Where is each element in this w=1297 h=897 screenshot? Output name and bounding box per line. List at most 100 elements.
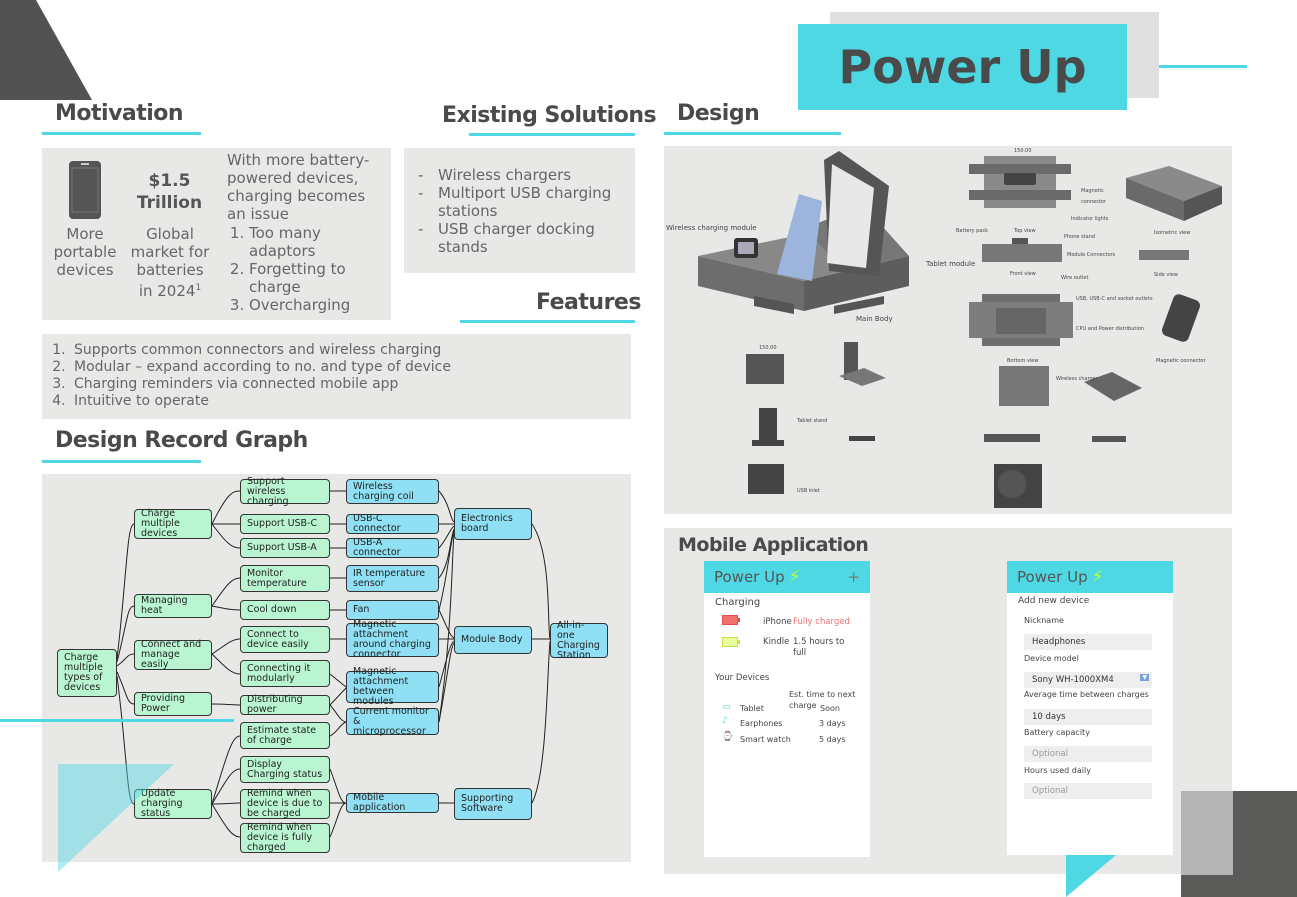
app-header: Power Up ⚡ + — [704, 561, 870, 593]
existing-list: Wireless chargers Multiport USB charging… — [404, 166, 629, 256]
hours-input[interactable]: Optional — [1024, 783, 1152, 799]
add-device-title: Add new device — [1018, 596, 1090, 606]
label-wire-outlet: Wire outlet — [1061, 275, 1089, 281]
node-magnetic-modules: Magnetic attachment between modules — [346, 667, 439, 707]
label-front-view: Front view — [1010, 271, 1036, 277]
features-heading: Features — [536, 290, 641, 315]
existing-item: Multiport USB charging stations — [404, 184, 629, 220]
label-battery-pack: Battery pack — [956, 228, 988, 234]
model-label: Device model — [1024, 654, 1079, 663]
label-phone-stand: Phone stand — [1064, 234, 1096, 240]
capacity-label: Battery capacity — [1024, 728, 1090, 737]
node-connecting-modularly: Connecting it modularly — [240, 660, 330, 687]
hours-label: Hours used daily — [1024, 766, 1091, 775]
existing-heading: Existing Solutions — [442, 103, 657, 128]
app-title-2: Power Up — [1017, 568, 1088, 586]
node-ir-sensor: IR temperature sensor — [346, 565, 439, 592]
avg-label: Average time between charges — [1024, 690, 1149, 699]
row-tablet-name: Tablet — [740, 704, 764, 713]
device-kindle: Kindle — [763, 637, 790, 647]
app-title: Power Up — [714, 568, 785, 586]
node-remind-due: Remind when device is due to be charged — [240, 789, 330, 819]
your-devices-label: Your Devices — [715, 673, 770, 683]
feature-item: Intuitive to operate — [70, 393, 622, 410]
node-all-in-one: All-in-one Charging Station — [550, 620, 608, 660]
dropdown-icon[interactable]: ▼ — [1140, 674, 1149, 681]
avg-input[interactable]: 10 days — [1024, 709, 1152, 725]
accent-line-left — [0, 719, 234, 722]
node-charge-multiple: Charge multiple devices — [134, 509, 212, 539]
motivation-panel: More portable devices $1.5 Trillion Glob… — [42, 148, 391, 320]
node-fan: Fan — [346, 600, 439, 620]
app-screen-devices: Power Up ⚡ + Charging iPhone Fully charg… — [704, 561, 870, 857]
motivation-col2: Global market for batteries in 20241 — [130, 225, 210, 300]
label-wireless-module: Wireless charging module — [666, 224, 757, 232]
battery-charging-icon — [722, 637, 740, 647]
label-top-view: Top view — [1014, 228, 1036, 234]
bolt-icon-2: ⚡ — [1091, 567, 1104, 587]
node-providing-power: Providing Power — [134, 692, 212, 716]
bolt-icon: ⚡ — [788, 567, 801, 587]
motivation-stat: $1.5 Trillion — [136, 171, 203, 213]
node-module-body: Module Body — [454, 626, 532, 654]
node-connect-manage: Connect and manage easily — [134, 640, 212, 670]
label-tablet-stand: Tablet stand — [797, 418, 828, 424]
motivation-heading: Motivation — [55, 101, 184, 126]
node-distributing-power: Distributing power — [240, 695, 330, 715]
title-box: Power Up — [798, 24, 1127, 110]
add-button[interactable]: + — [847, 568, 860, 586]
features-list: Supports common connectors and wireless … — [42, 342, 622, 410]
feature-item: Charging reminders via connected mobile … — [70, 376, 622, 393]
node-managing-heat: Managing heat — [134, 594, 212, 618]
earphones-icon: ♪ — [722, 716, 728, 726]
feature-item: Modular – expand according to no. and ty… — [70, 359, 622, 376]
existing-item: USB charger docking stands — [404, 220, 629, 256]
motivation-underline — [42, 132, 201, 135]
node-display-status: Display Charging status — [240, 756, 330, 783]
motivation-col1: More portable devices — [53, 225, 117, 279]
model-value: Sony WH-1000XM4 — [1032, 675, 1114, 685]
cad-drawings — [698, 151, 1222, 508]
label-isometric: Isometric view — [1154, 230, 1191, 236]
node-usbc-connector: USB-C connector — [346, 514, 439, 534]
node-estimate-state: Estimate state of charge — [240, 722, 330, 749]
nickname-label: Nickname — [1024, 616, 1064, 625]
issue-item: Too many adaptors — [249, 224, 387, 260]
features-underline — [460, 320, 635, 323]
issue-item: Overcharging — [249, 296, 387, 314]
label-tablet-module: Tablet module — [926, 260, 976, 268]
node-wireless-coil: Wireless charging coil — [346, 479, 439, 504]
label-usb-inlet: USB inlet — [797, 488, 820, 494]
features-panel: Supports common connectors and wireless … — [42, 334, 631, 419]
iphone-status: Fully charged — [793, 617, 850, 627]
graph-underline — [42, 460, 201, 463]
existing-panel: Wireless chargers Multiport USB charging… — [404, 148, 635, 273]
label-wireless-charger: Wireless charger — [1056, 376, 1098, 382]
node-magnetic-connector: Magnetic attachment around charging conn… — [346, 620, 439, 660]
label-magnetic: Magnetic connector — [1081, 188, 1107, 205]
app-screen-add: Power Up ⚡ Add new device Nickname Headp… — [1007, 561, 1173, 855]
node-support-usba: Support USB-A — [240, 538, 330, 558]
capacity-input[interactable]: Optional — [1024, 746, 1152, 762]
nickname-input[interactable]: Headphones — [1024, 634, 1152, 650]
model-select[interactable]: Sony WH-1000XM4 ▼ — [1024, 672, 1152, 688]
label-module-conn: Module Connectors — [1067, 252, 1116, 258]
battery-low-icon — [722, 615, 740, 625]
node-monitor-temp: Monitor temperature — [240, 565, 330, 592]
label-bottom-view: Bottom view — [1007, 358, 1039, 364]
existing-item: Wireless chargers — [404, 166, 629, 184]
node-connect-device: Connect to device easily — [240, 626, 330, 653]
mobile-heading: Mobile Application — [678, 534, 869, 556]
accent-triangle-left — [58, 764, 174, 872]
motivation-issues: Too many adaptors Forgetting to charge O… — [227, 224, 387, 314]
design-heading: Design — [677, 101, 760, 126]
phone-icon — [69, 161, 101, 219]
label-dim-top: 150.00 — [1014, 148, 1032, 154]
node-root: Charge multiple types of devices — [57, 649, 117, 697]
row-watch-name: Smart watch — [740, 735, 791, 744]
row-tablet-time: Soon — [820, 704, 840, 713]
label-cpu: CPU and Power distribution — [1076, 326, 1144, 332]
node-cool-down: Cool down — [240, 600, 330, 620]
node-support-usbc: Support USB-C — [240, 514, 330, 534]
charging-label: Charging — [715, 597, 761, 608]
